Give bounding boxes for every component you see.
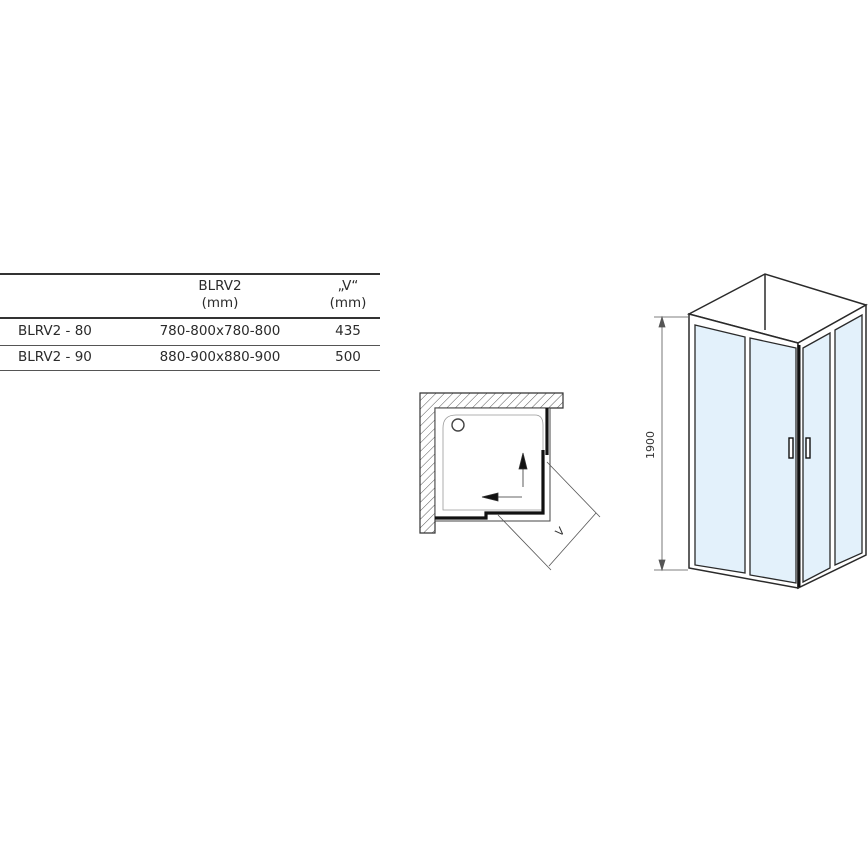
table-header-rule: [0, 317, 380, 319]
table-row-rule: [0, 345, 380, 346]
row-2-size: 880-900x880-900: [159, 349, 281, 365]
header-v-unit: (mm): [329, 295, 367, 311]
slide-arrows-icon: [481, 452, 528, 502]
table-bottom-rule: [0, 370, 380, 371]
row-2-v: 500: [335, 349, 361, 365]
header-v-title: „V“: [337, 278, 359, 294]
height-dimension: [654, 315, 688, 572]
row-1-model: BLRV2 - 80: [18, 323, 92, 339]
front-panel: [688, 313, 799, 589]
header-v: „V“ (mm): [318, 278, 378, 312]
enclosure-iso-diagram: 1900: [644, 273, 868, 590]
v-dimension-label: V: [553, 524, 568, 539]
door-handle-side: [805, 437, 811, 459]
door-panels: [435, 408, 549, 520]
drain-icon: [451, 418, 465, 432]
header-size: BLRV2 (mm): [145, 278, 295, 312]
table-top-rule: [0, 273, 380, 275]
v-dimension: [497, 461, 601, 571]
plan-view-diagram: V: [419, 392, 601, 571]
side-panel: [797, 303, 867, 590]
row-1-v: 435: [335, 323, 361, 339]
height-dimension-label: 1900: [644, 431, 657, 459]
shower-tray: [434, 407, 551, 522]
row-2-model: BLRV2 - 90: [18, 349, 92, 365]
header-size-unit: (mm): [201, 295, 239, 311]
header-size-title: BLRV2: [198, 278, 242, 294]
door-handle-front: [788, 437, 794, 459]
row-1-size: 780-800x780-800: [159, 323, 281, 339]
